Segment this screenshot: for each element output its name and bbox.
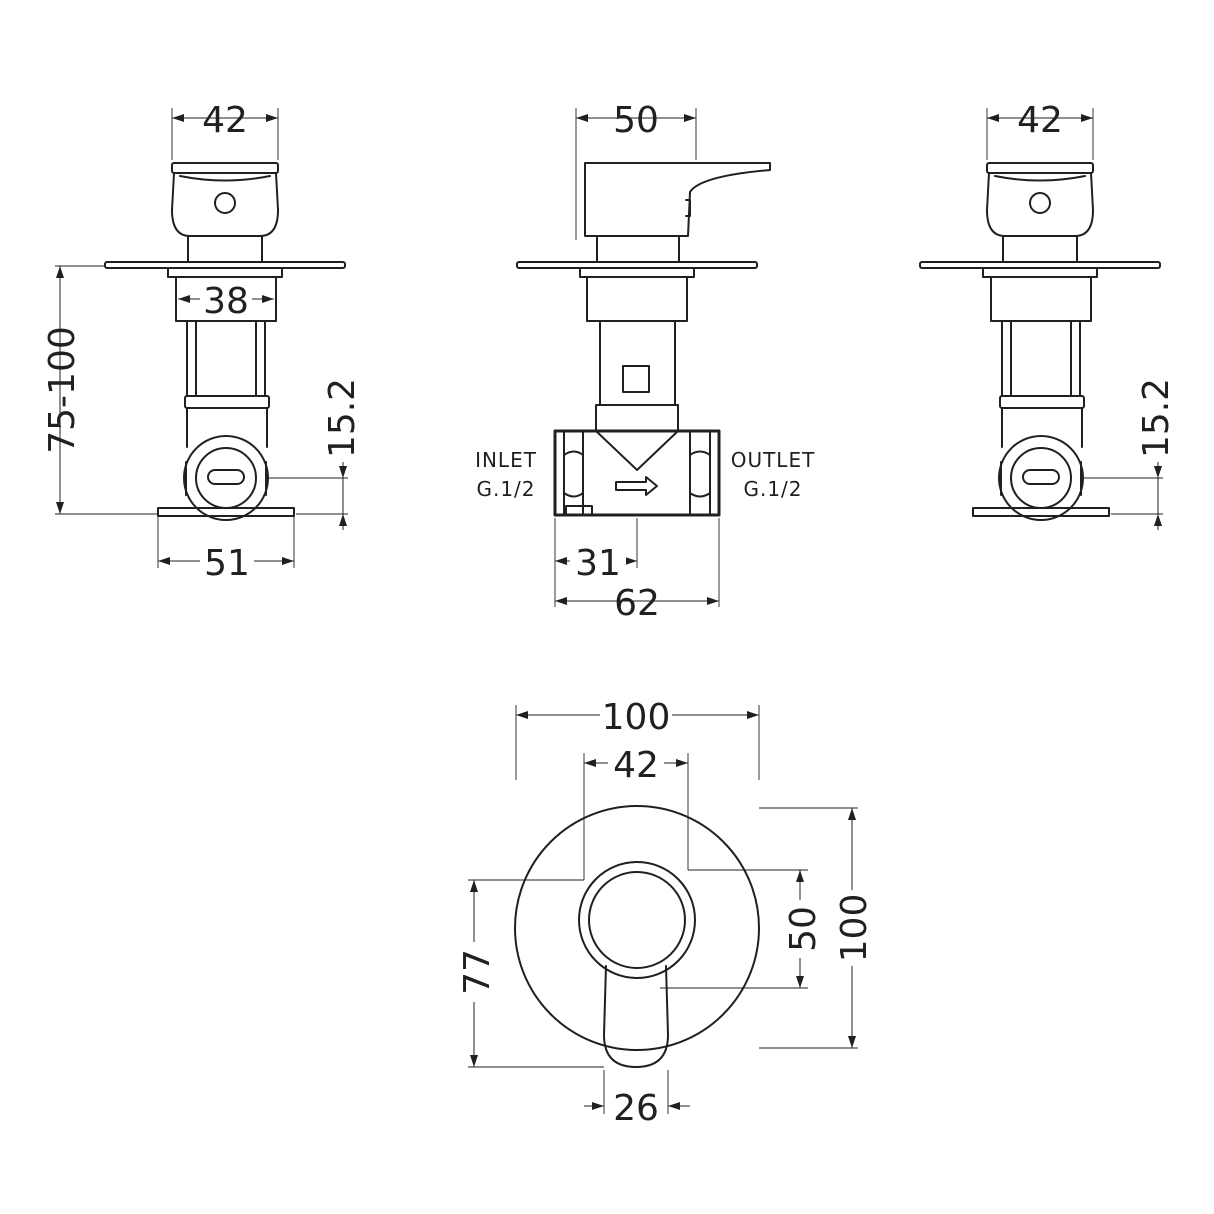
plan-plate-height-label: 100 bbox=[834, 894, 875, 963]
front-view: 50 INLET G.1/2 OUTLET G.1/2 31 62 bbox=[475, 100, 816, 624]
right-offset-label: 15.2 bbox=[1136, 378, 1177, 458]
plan-handle-width-label: 42 bbox=[613, 745, 659, 786]
outlet-thread-label: G.1/2 bbox=[743, 477, 802, 501]
plan-valve-outline bbox=[514, 805, 760, 1068]
front-dim-62 bbox=[555, 518, 720, 607]
inlet-thread-label: G.1/2 bbox=[476, 477, 535, 501]
right-side-valve-outline bbox=[919, 162, 1161, 521]
left-width-top-label: 42 bbox=[202, 100, 248, 141]
front-center-offset-label: 31 bbox=[575, 543, 621, 584]
plan-view: 100 42 26 50 bbox=[456, 696, 875, 1129]
right-side-view: 42 15.2 bbox=[919, 100, 1177, 530]
left-offset-label: 15.2 bbox=[322, 378, 363, 458]
left-width-body-label: 38 bbox=[203, 281, 249, 322]
plan-dim-77-height bbox=[456, 879, 604, 1068]
plan-dim-50-height bbox=[660, 869, 820, 989]
front-valve-outline bbox=[516, 162, 771, 517]
plan-dim-100-width bbox=[515, 696, 760, 780]
right-dim-15-2 bbox=[1083, 462, 1163, 530]
inlet-label: INLET bbox=[475, 448, 537, 472]
front-width-top-label: 50 bbox=[613, 100, 659, 141]
plan-handle-height-label: 50 bbox=[783, 906, 824, 952]
left-base-width-label: 51 bbox=[204, 543, 250, 584]
plan-dim-26-width bbox=[584, 1070, 690, 1114]
front-body-width-label: 62 bbox=[614, 583, 660, 624]
left-dim-51 bbox=[157, 517, 295, 578]
left-dim-38 bbox=[178, 295, 274, 303]
left-dim-15-2 bbox=[268, 462, 348, 530]
left-depth-range-label: 75-100 bbox=[42, 326, 83, 454]
plan-lever-reach-label: 77 bbox=[457, 949, 498, 995]
left-side-valve-outline bbox=[104, 162, 346, 521]
left-side-view: 42 38 75-100 15.2 bbox=[42, 100, 363, 584]
left-dim-42 bbox=[171, 108, 279, 160]
front-dim-50 bbox=[575, 108, 697, 240]
plan-dim-100-height bbox=[759, 807, 872, 1049]
plan-lever-width-label: 26 bbox=[613, 1088, 659, 1129]
right-dim-42 bbox=[986, 108, 1094, 160]
front-dim-31 bbox=[554, 518, 638, 607]
plan-dim-42-width bbox=[583, 744, 689, 880]
outlet-label: OUTLET bbox=[731, 448, 816, 472]
right-width-top-label: 42 bbox=[1017, 100, 1063, 141]
plan-plate-width-label: 100 bbox=[602, 697, 671, 738]
left-dim-75-100 bbox=[55, 265, 158, 515]
